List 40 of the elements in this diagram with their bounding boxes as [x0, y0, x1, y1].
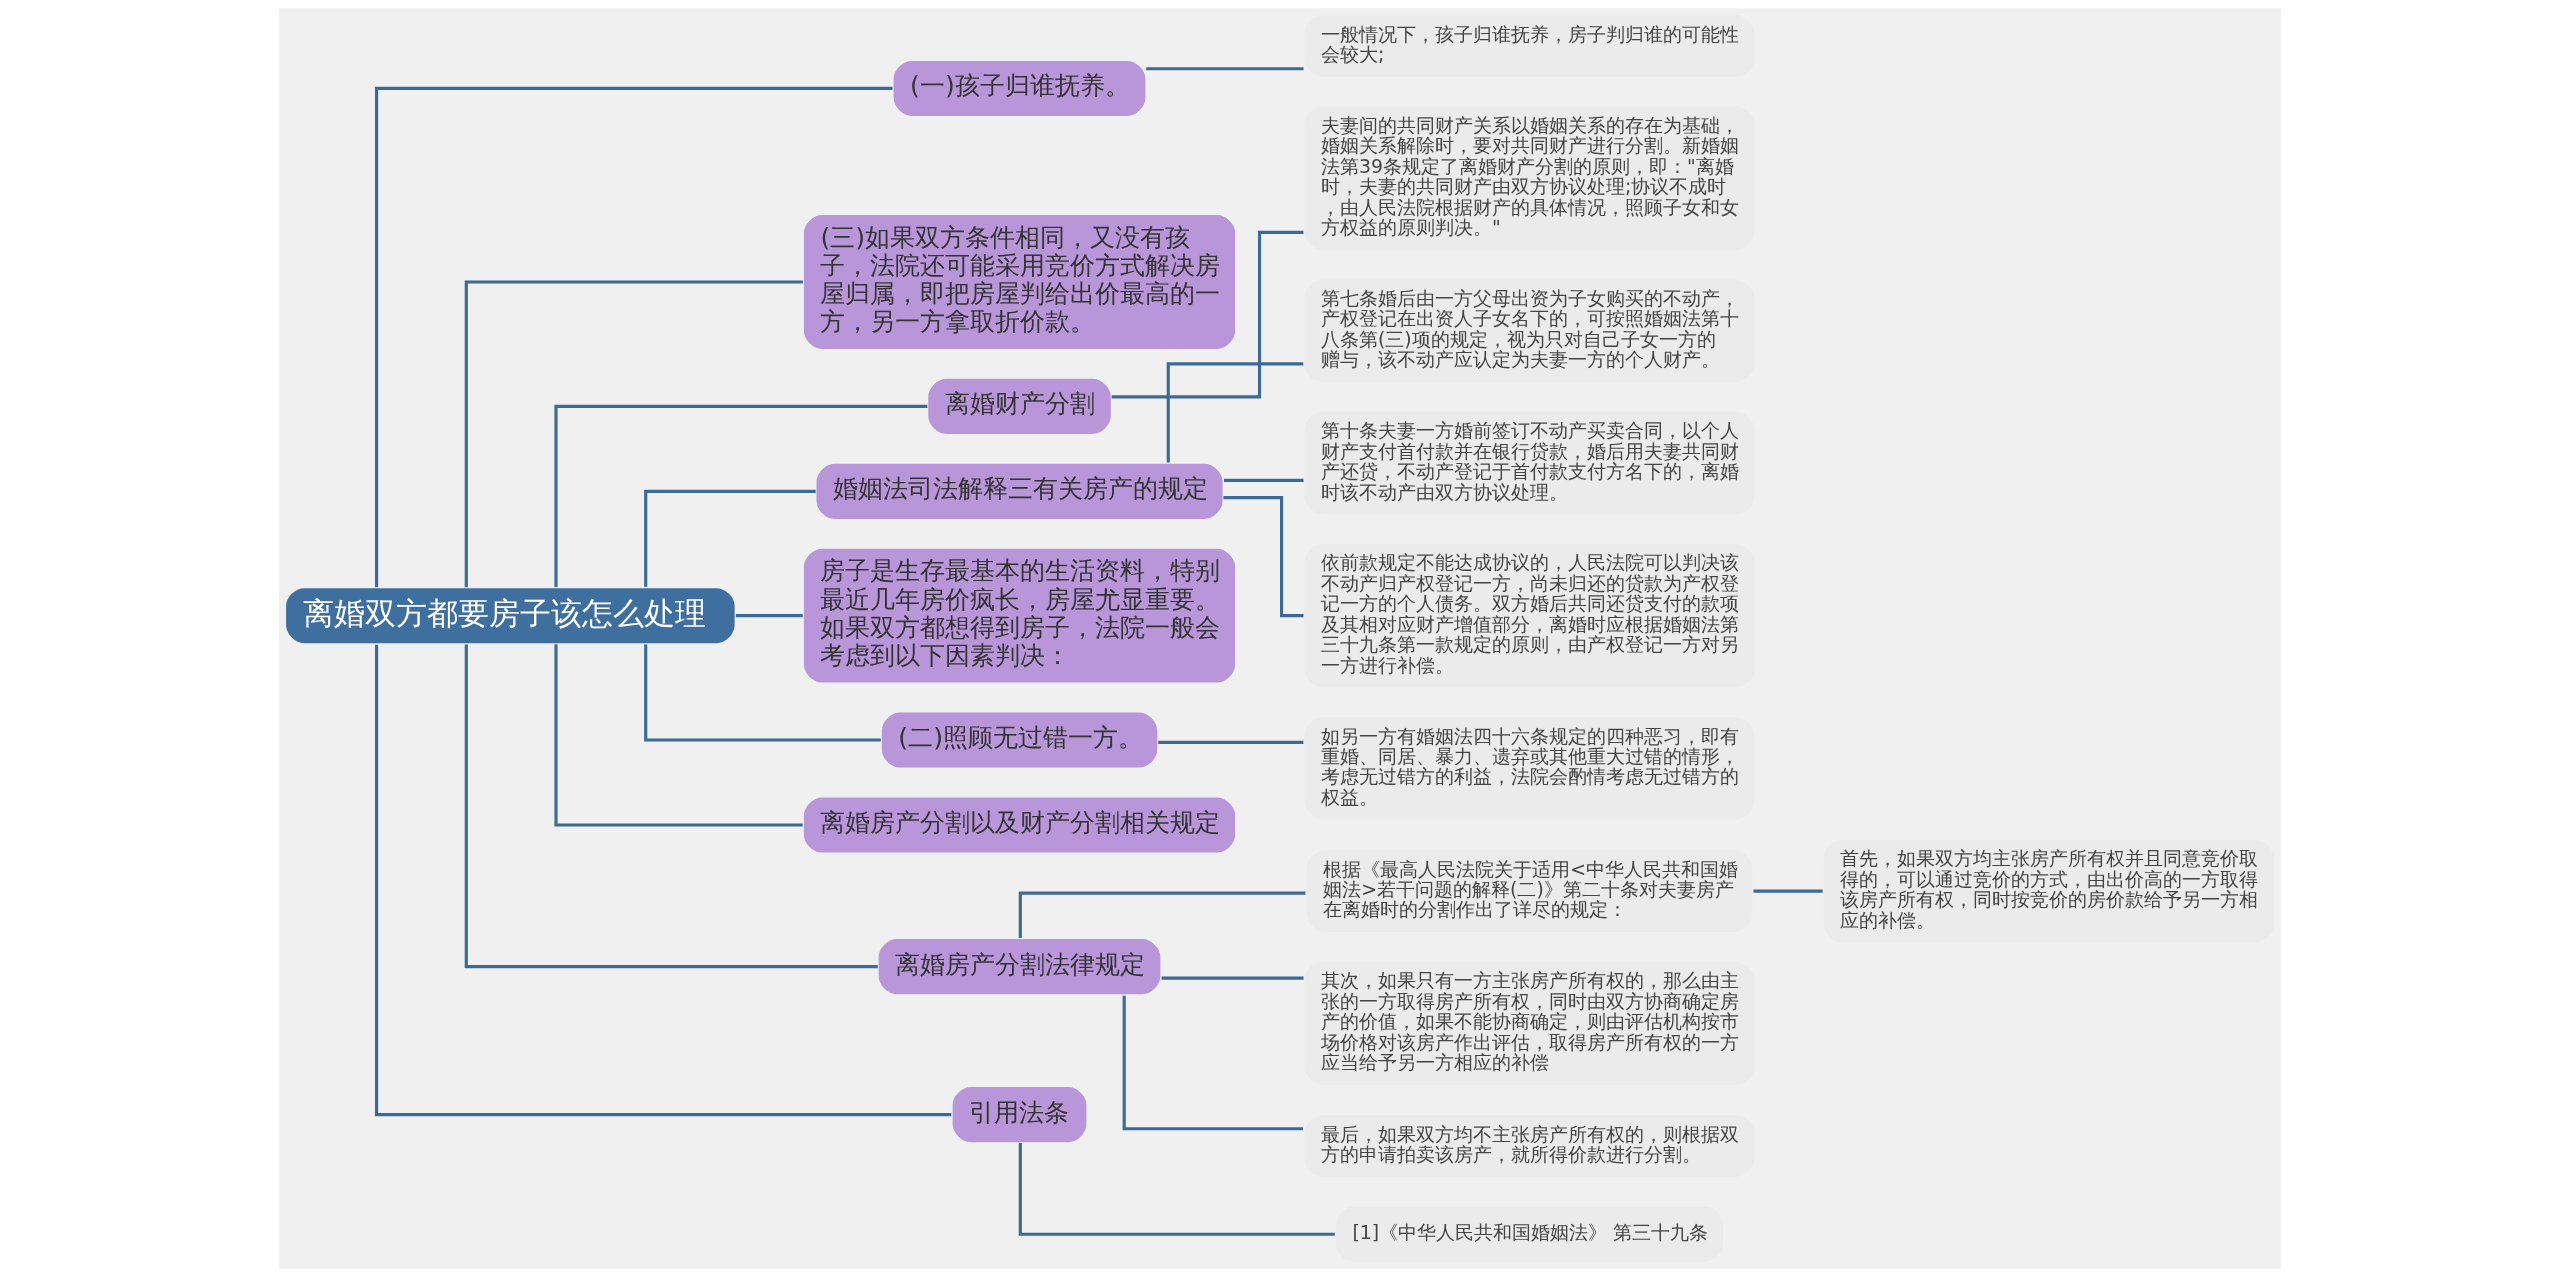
node-text: 其次，如果只有一方主张房产所有权的，那么由主张的一方取得房产所有权，同时由双方协商确定房产的价值，如果不能协商确定，则由评估机构按市场价格对该房产作出评估，取得房产所有权的一方应当给予另一方相应的补偿	[1320, 969, 1739, 1074]
node-box: 离婚双方都要房子该怎么处理	[284, 586, 737, 645]
node-box: (一)孩子归谁抚养。	[892, 59, 1147, 118]
connector	[1122, 995, 1304, 1131]
connector	[1224, 478, 1304, 482]
connector	[1161, 976, 1304, 980]
connector	[375, 644, 952, 1117]
connector	[375, 86, 893, 588]
node-text: 第七条婚后由一方父母出资为子女购买的不动产，产权登记在出资人子女名下的，可按照婚姻法第十八条第(三)项的规定，视为只对自己子女一方的赠与，该不动产应认定为夫妻一方的个人财产。	[1320, 286, 1739, 371]
connector	[735, 614, 803, 618]
connector	[554, 404, 928, 587]
node-box: 婚姻法司法解释三有关房产的规定	[814, 462, 1225, 521]
connector	[1018, 1142, 1335, 1236]
connector	[644, 489, 816, 587]
node-box: 离婚房产分割法律规定	[877, 937, 1162, 996]
connector	[1146, 67, 1304, 71]
connector	[1018, 891, 1306, 938]
node-box: 房子是生存最基本的生活资料，特别最近几年房价疯长，房屋尤显重要。如果双方都想得到房子，法院一般会考虑到以下因素判决：	[802, 547, 1237, 685]
connector	[644, 644, 881, 742]
node-box: 离婚房产分割以及财产分割相关规定	[802, 795, 1237, 855]
node-text: 最后，如果双方均不主张房产所有权的，则根据双方的申请拍卖该房产，就所得价款进行分割。	[1320, 1122, 1739, 1166]
connector	[1166, 362, 1304, 463]
node-text: 第十条夫妻一方婚前签订不动产买卖合同，以个人财产支付首付款并在银行贷款，婚后用夫妻共同财产还贷，不动产登记于首付款支付方名下的，离婚时该不动产由双方协议处理。	[1320, 419, 1739, 503]
node-text: 如另一方有婚姻法四十六条规定的四种恶习，即有重婚、同居、暴力、遗弃或其他重大过错的情形，考虑无过错方的利益，法院会酌情考虑无过错方的权益。	[1320, 724, 1739, 808]
node-text: 夫妻间的共同财产关系以婚姻关系的存在为基础，婚姻关系解除时，要对共同财产进行分割。新婚姻法第39条规定了离婚财产分割的原则，即："离婚时，夫妻的共同财产由双方协议处理;协议不成时，由人民法院根据财产的具体情况，照顾子女和女方权益的原则判决。"	[1320, 113, 1739, 239]
connector	[1753, 889, 1823, 893]
node-text: 根据《最高人民法院关于适用<中华人民共和国婚姻法>若干问题的解释(二)》第二十条对夫妻房产在离婚时的分割作出了详尽的规定：	[1323, 857, 1739, 921]
node-box: (二)照顾无过错一方。	[880, 710, 1159, 770]
connector	[1111, 230, 1304, 399]
node-text: 依前款规定不能达成协议的，人民法院可以判决该不动产归产权登记一方，尚未归还的贷款为产权登记一方的个人债务。双方婚后共同还贷支付的款项及其相对应财产增值部分，离婚时应根据婚姻法第三十九条第一款规定的原则，由产权登记一方对另一方进行补偿。	[1320, 551, 1739, 676]
connector	[554, 644, 803, 827]
node-box: 离婚财产分割	[926, 377, 1113, 436]
connector	[464, 644, 878, 969]
connector	[464, 280, 803, 588]
connector	[1158, 740, 1304, 744]
node-text: [1]《中华人民共和国婚姻法》 第三十九条	[1352, 1221, 1709, 1244]
node-box: 引用法条	[951, 1085, 1088, 1144]
node-text: 一般情况下，孩子归谁抚养，房子判归谁的可能性会较大;	[1320, 22, 1739, 66]
node-text: 首先，如果双方均主张房产所有权并且同意竞价取得的，可以通过竞价的方式，由出价高的一方取得该房产所有权，同时按竞价的房价款给予另一方相应的补偿。	[1840, 847, 2259, 931]
node-box: (三)如果双方条件相同，又没有孩子，法院还可能采用竞价方式解决房屋归属，即把房屋判给出价最高的一方，另一方拿取折价款。	[802, 213, 1237, 351]
